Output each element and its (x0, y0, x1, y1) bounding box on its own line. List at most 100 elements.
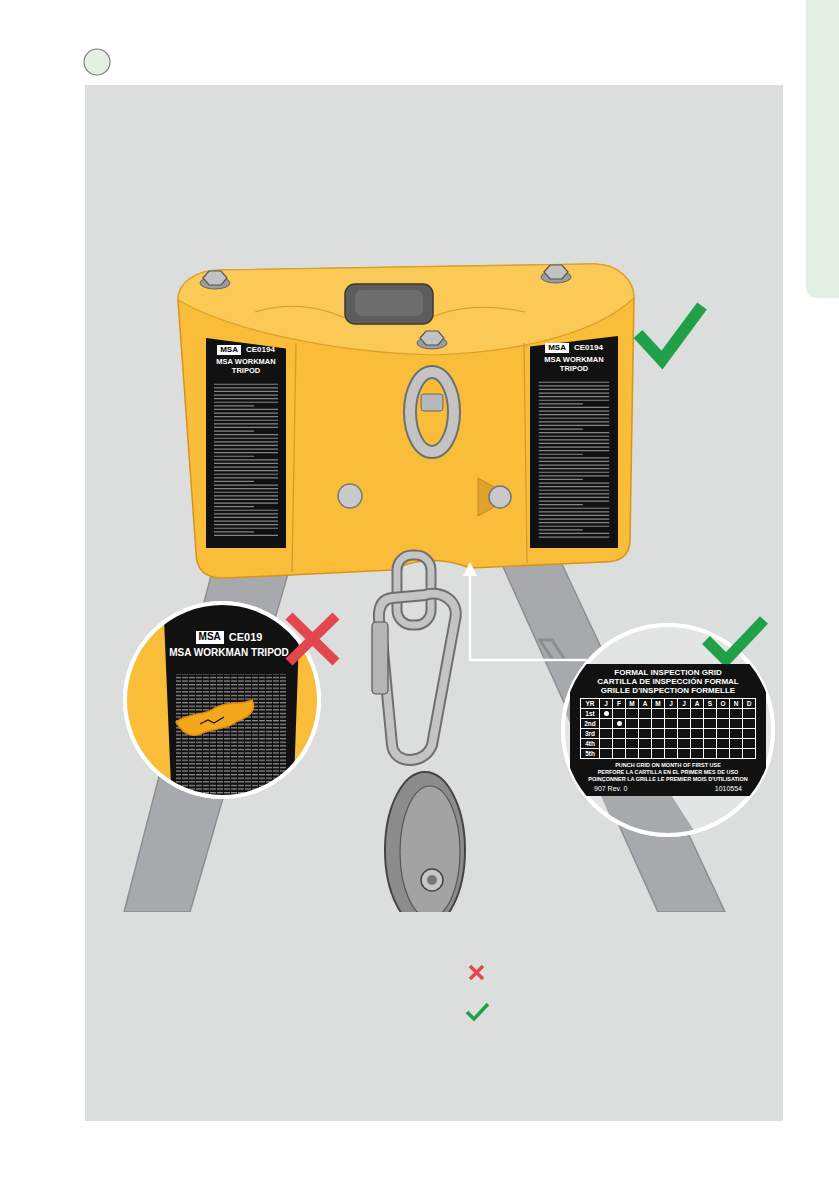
grid-cell (665, 749, 677, 758)
grid-cell (600, 739, 612, 748)
grid-heading: CARTILLA DE INSPECCIÓN FORMAL (570, 677, 766, 686)
leg-d-ring (540, 640, 565, 660)
fine-print-line (214, 528, 278, 529)
fine-print-line (539, 414, 609, 415)
fine-print-line (214, 423, 278, 424)
part-number: 1010554 (715, 784, 742, 793)
instruction-text: PERFORE LA CARTILLA EN EL PRIMER MES DE … (570, 769, 766, 776)
fine-print-line (214, 387, 278, 388)
zoom-background (560, 620, 780, 840)
fine-print-line (214, 513, 278, 514)
fine-print-line (539, 508, 609, 509)
fine-print-line (214, 488, 278, 489)
fine-print-line (214, 517, 278, 518)
fine-print-line (214, 524, 278, 525)
fine-print-line (214, 477, 278, 478)
bolt-head (203, 271, 227, 285)
brand-logo: MSA (196, 631, 224, 644)
correct-symbol (467, 1004, 488, 1019)
month-label: M (626, 699, 638, 708)
grid-cell (652, 729, 664, 738)
bolt-head (544, 265, 568, 279)
fine-print-line (214, 394, 278, 395)
fine-print-line (539, 486, 609, 487)
grid-cell (717, 709, 729, 718)
part-number: 907 Rev. 0 (594, 784, 627, 793)
wrong-symbol (470, 966, 483, 979)
month-label: A (639, 699, 651, 708)
head-top-face (178, 264, 634, 355)
fine-print-line (539, 536, 609, 537)
fine-print-line (214, 466, 278, 467)
grid-cell (626, 729, 638, 738)
fine-print-line (539, 522, 609, 523)
fine-print-line (214, 535, 278, 536)
fine-print-line (214, 502, 278, 503)
correct-mark (638, 306, 702, 360)
fine-print-line (539, 407, 609, 408)
grid-cell (743, 719, 755, 728)
grid-cell (717, 749, 729, 758)
fine-print-line (214, 384, 278, 385)
zoom-grid-view (560, 620, 780, 840)
punch-mark (617, 721, 622, 726)
fine-print-line (214, 470, 278, 471)
grid-cell (639, 719, 651, 728)
grid-cell (678, 739, 690, 748)
fine-print-line (214, 438, 278, 439)
fine-print-line (539, 432, 609, 433)
fine-print-line (214, 456, 254, 457)
fine-print-line (214, 531, 254, 532)
fine-print-line (214, 434, 278, 435)
grid-cell (626, 739, 638, 748)
grid-cell (639, 749, 651, 758)
brand-logo: MSA (217, 345, 241, 355)
head-pin (338, 484, 362, 508)
wrong-mark (289, 616, 336, 662)
fine-print-line (214, 430, 254, 431)
pulley (400, 786, 460, 912)
grid-cell (717, 739, 729, 748)
year-label: 2nd (581, 719, 599, 728)
grid-cell (704, 729, 716, 738)
month-label: D (743, 699, 755, 708)
grid-cell (717, 729, 729, 738)
damaged-decal-zoom: MSAMSA WORKMAN TRIPODCE019 (166, 624, 292, 662)
fine-print-line (539, 450, 609, 451)
fine-print-line (214, 506, 254, 507)
grid-cell (600, 749, 612, 758)
pin-bracket (478, 478, 512, 516)
month-label: N (730, 699, 742, 708)
zoom-circle (125, 603, 319, 797)
fine-print-line (539, 425, 609, 426)
grid-cell (743, 709, 755, 718)
leader-line (470, 574, 587, 660)
fine-print-line (539, 533, 609, 534)
grid-cell (704, 709, 716, 718)
punch-mark (604, 711, 609, 716)
fine-print-line (214, 448, 278, 449)
fine-print-line (539, 382, 609, 383)
fine-print-line (539, 439, 609, 440)
side-tab (806, 0, 839, 298)
fine-print-line (214, 409, 278, 410)
month-label: A (691, 699, 703, 708)
instruction-text: PUNCH GRID ON MONTH OF FIRST USE (570, 762, 766, 769)
grid-cell (600, 709, 612, 718)
fine-print-line (214, 520, 278, 521)
fine-print-line (214, 510, 278, 511)
grid-cell (665, 729, 677, 738)
carabiner (379, 594, 456, 760)
fine-print-line (539, 389, 609, 390)
fine-print-line (539, 396, 609, 397)
fine-print-line (539, 468, 609, 469)
fine-print-line (539, 464, 609, 465)
ce-mark: CE0194 (574, 343, 603, 353)
correct-mark (706, 620, 764, 660)
grid-cell (665, 709, 677, 718)
grid-cell (704, 749, 716, 758)
grid-cell (730, 739, 742, 748)
grid-cell (639, 709, 651, 718)
